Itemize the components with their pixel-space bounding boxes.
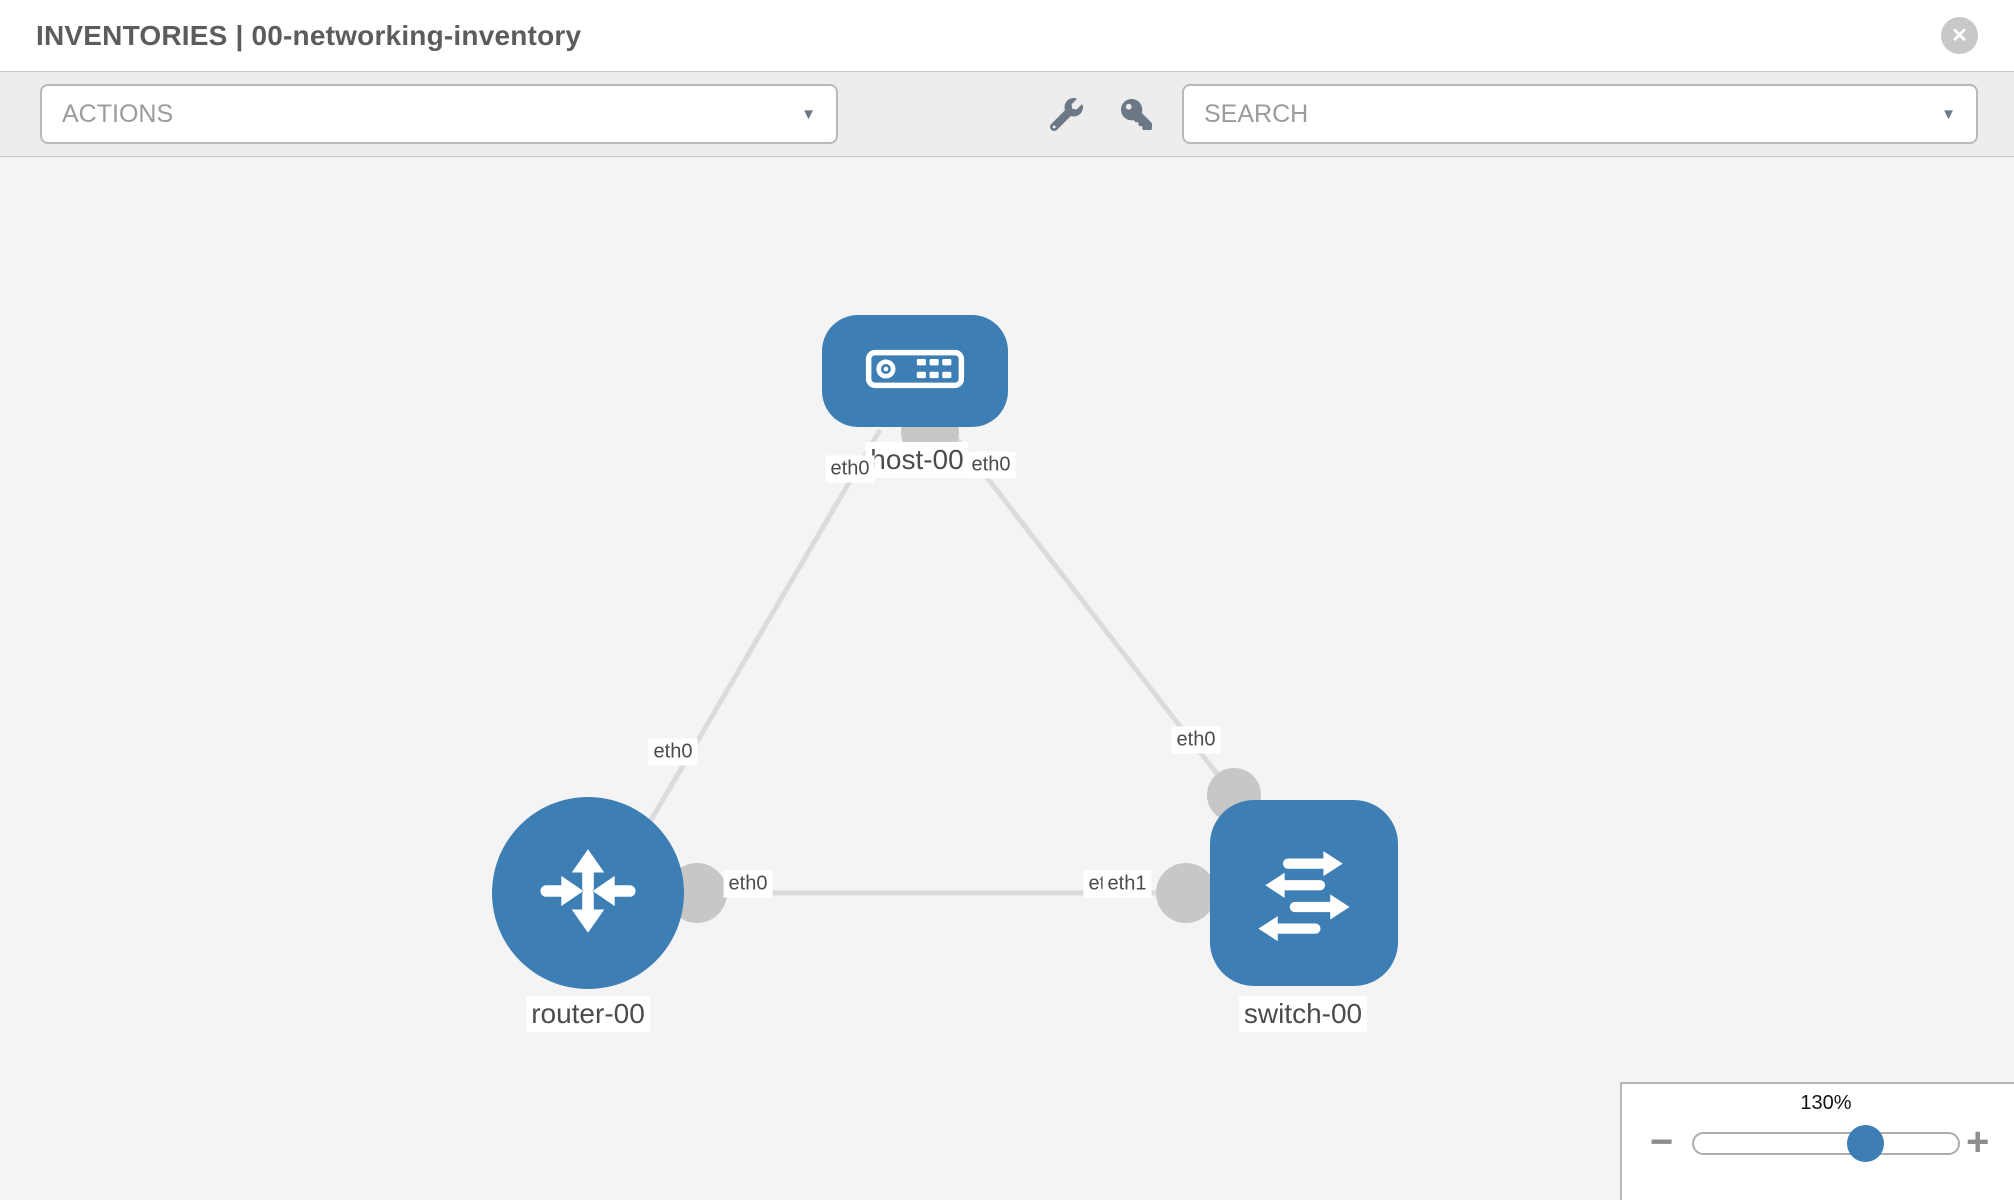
interface-label-host-right: eth0 — [966, 451, 1016, 479]
interface-label-switch-top: eth0 — [1171, 726, 1221, 754]
toolbar: ACTIONS ▼ SEARCH ▼ — [0, 71, 2014, 157]
chevron-down-icon: ▼ — [801, 105, 816, 123]
page-title: INVENTORIES | 00-networking-inventory — [36, 19, 582, 51]
close-button[interactable]: ✕ — [1941, 17, 1978, 54]
port-switch-left — [1156, 863, 1216, 923]
node-host-00[interactable] — [822, 315, 1008, 427]
node-label-host: host-00 — [865, 441, 969, 479]
zoom-out-button[interactable]: − — [1650, 1120, 1674, 1164]
zoom-slider-thumb[interactable] — [1847, 1125, 1884, 1162]
zoom-level: 130% — [1800, 1092, 1852, 1114]
node-switch-00[interactable] — [1210, 800, 1398, 986]
host-device-icon — [865, 349, 965, 394]
chevron-down-icon: ▼ — [1941, 105, 1956, 123]
switch-icon — [1247, 834, 1361, 953]
header: INVENTORIES | 00-networking-inventory ✕ — [0, 0, 2014, 71]
interface-label-host-left: eth0 — [825, 455, 875, 483]
close-icon: ✕ — [1951, 24, 1968, 47]
wrench-icon[interactable] — [1048, 96, 1084, 132]
interface-label-mid-left: eth0 — [723, 870, 773, 898]
node-label-router: router-00 — [526, 995, 650, 1033]
actions-dropdown[interactable]: ACTIONS ▼ — [40, 84, 838, 144]
key-icon[interactable] — [1118, 96, 1154, 132]
router-icon — [530, 833, 646, 954]
interface-label-router-top: eth0 — [648, 738, 698, 766]
topology-links-layer — [597, 403, 1261, 923]
node-label-switch: switch-00 — [1238, 995, 1368, 1033]
toolbar-tools — [1048, 96, 1154, 132]
search-dropdown[interactable]: SEARCH ▼ — [1182, 84, 1978, 144]
node-router-00[interactable] — [492, 797, 684, 989]
zoom-panel: 130% − + — [1620, 1082, 2014, 1200]
zoom-in-button[interactable]: + — [1966, 1120, 1990, 1164]
search-dropdown-label: SEARCH — [1204, 99, 1309, 128]
interface-label-mid-right-front: eth1 — [1102, 870, 1152, 898]
actions-dropdown-label: ACTIONS — [62, 99, 174, 128]
topology-canvas[interactable]: host-00 eth0 eth0 eth0 eth0 eth0 eth0 et… — [0, 157, 2014, 1200]
zoom-slider-track[interactable] — [1692, 1132, 1960, 1155]
